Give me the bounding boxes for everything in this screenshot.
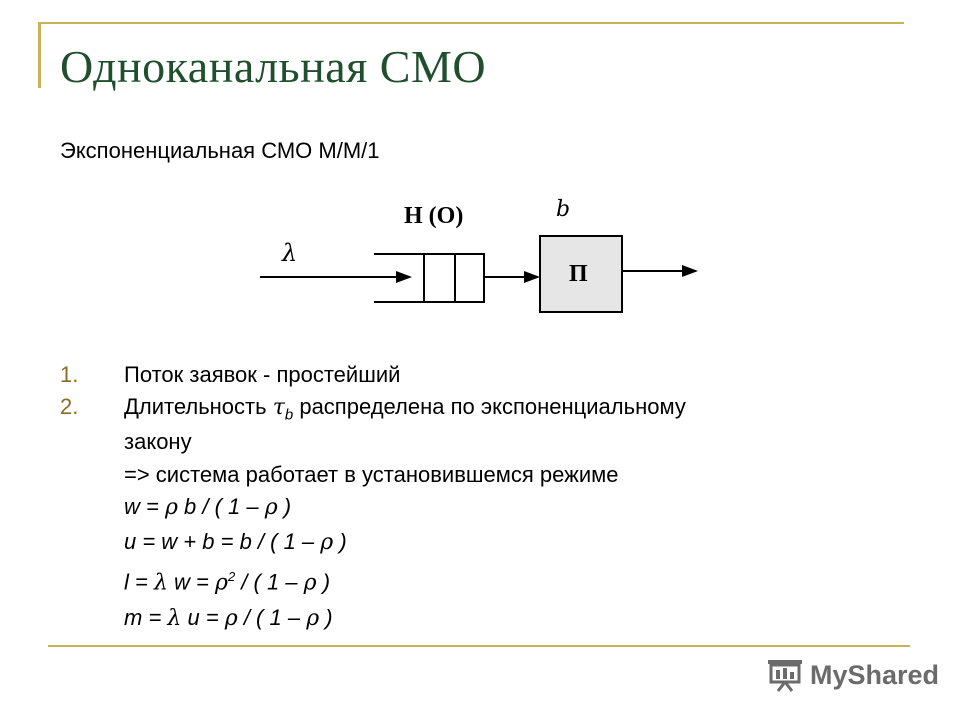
- formula-w: w = ρ b / ( 1 – ρ ): [124, 494, 292, 521]
- decorative-top-line: [38, 22, 904, 24]
- conditions-list: 1. Поток заявок - простейший 2. Длительн…: [60, 360, 900, 636]
- presentation-board-icon: [768, 660, 802, 692]
- formula-m: m = λ u = ρ / ( 1 – ρ ): [124, 604, 333, 631]
- decorative-vertical-line: [38, 22, 41, 88]
- queue-to-server-arrowhead: [524, 271, 540, 283]
- slide-title: Одноканальная СМО: [60, 41, 487, 92]
- formula-l: l = λ w = ρ2 / ( 1 – ρ ): [124, 569, 331, 596]
- slide-subtitle: Экспоненциальная СМО М/М/1: [60, 138, 380, 163]
- decorative-bottom-line: [48, 645, 910, 647]
- service-time-label: b: [556, 197, 570, 222]
- conclusion-text: => система работает в установившемся реж…: [124, 462, 619, 488]
- input-rate-label: λ: [281, 239, 297, 267]
- watermark-logo: MyShared: [766, 656, 939, 696]
- watermark-text: MyShared: [810, 660, 940, 690]
- tau-symbol: τ: [272, 395, 285, 420]
- server-label: П: [569, 261, 588, 287]
- input-arrowhead: [396, 271, 412, 283]
- list-item: 1. Поток заявок - простейший: [60, 360, 900, 390]
- list-number: 1.: [60, 362, 79, 387]
- queue-system-diagram: λ Н (О) П b: [260, 197, 698, 313]
- list-number: 2.: [60, 394, 79, 419]
- server-box: [539, 235, 623, 313]
- formula-u: u = w + b = b / ( 1 – ρ ): [124, 529, 347, 556]
- list-item: 2. Длительность τb распределена по экспо…: [60, 392, 900, 454]
- list-item-text-continued: закону: [124, 429, 192, 455]
- output-arrowhead: [682, 265, 698, 277]
- list-item-text: Поток заявок - простейший: [124, 362, 401, 387]
- list-item-text: Длительность τb распределена по экспонен…: [124, 394, 686, 424]
- queue-label: Н (О): [404, 203, 463, 229]
